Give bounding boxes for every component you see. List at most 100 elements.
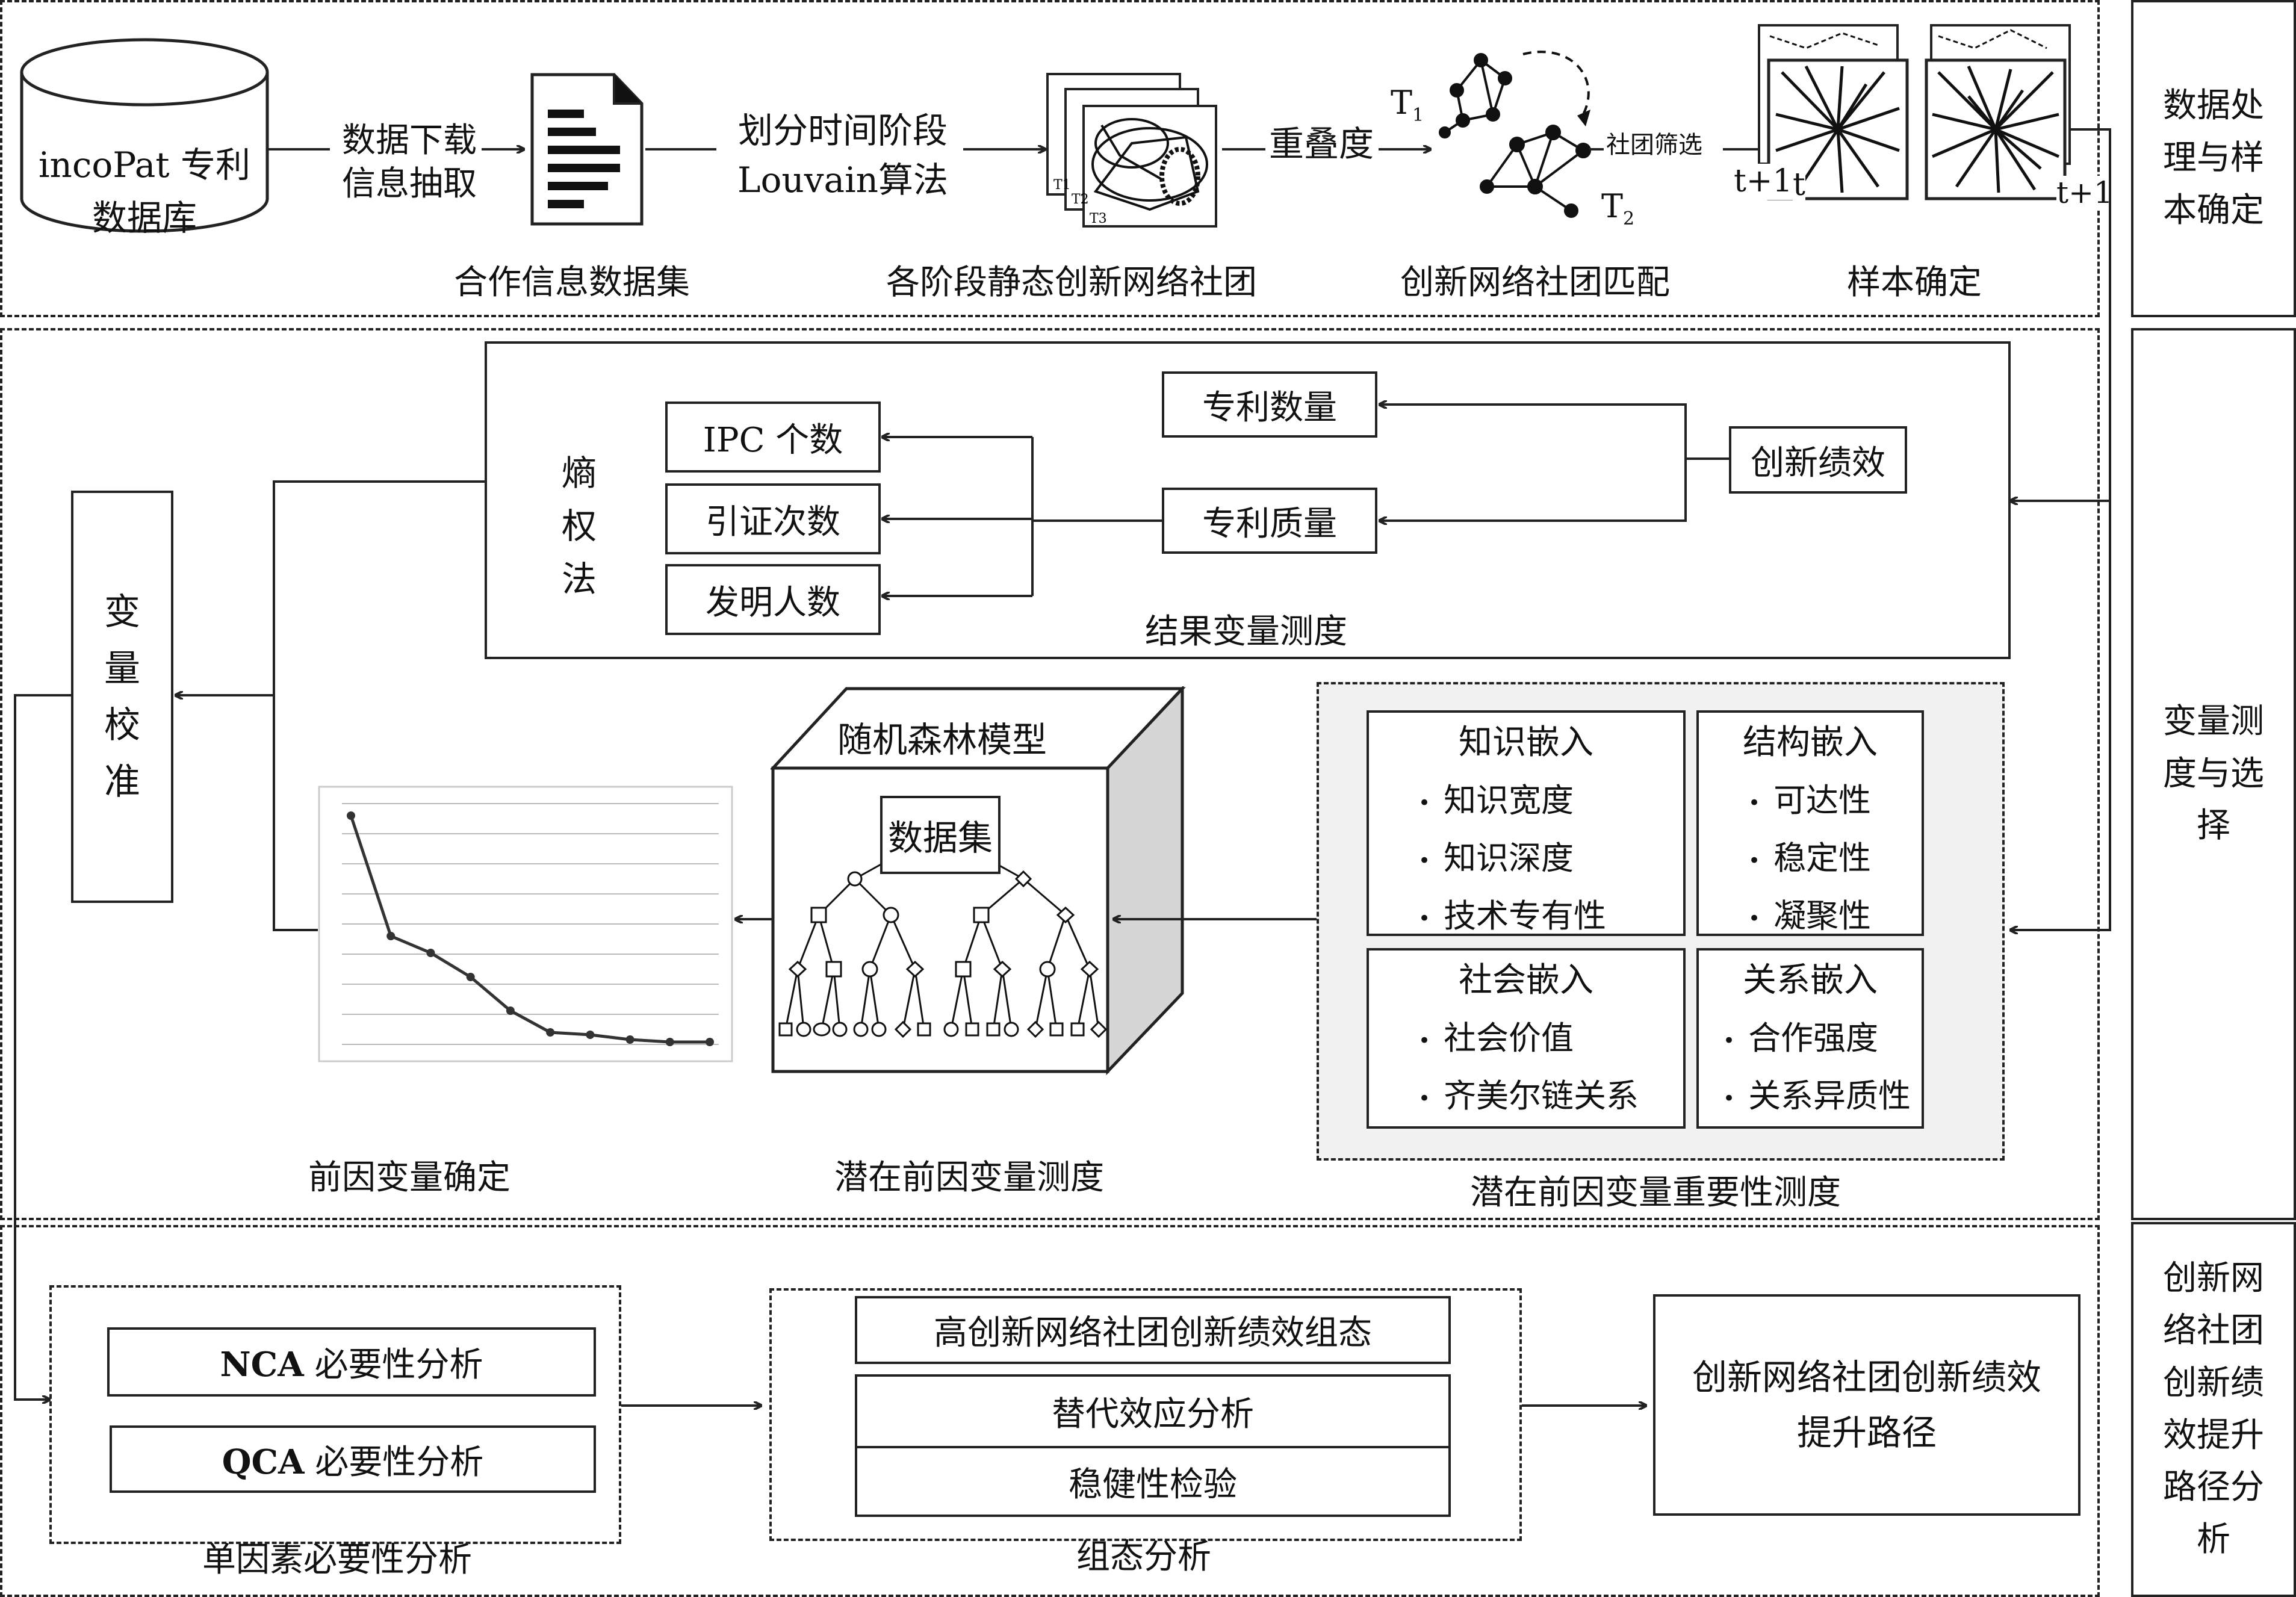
variable-calibration-box: 变量校准 [71, 491, 173, 903]
importance-line-chart [318, 786, 733, 1062]
citation-count-label: 引证次数 [706, 502, 840, 542]
stage-label-1: 数据处理与样本确定 [2163, 86, 2264, 230]
chart-point [506, 1006, 515, 1015]
knowledge-embedding-list: 知识宽度 知识深度 技术专有性 [1418, 773, 1606, 946]
chart-point [625, 1035, 635, 1044]
antecedent-caption: 前因变量确定 [308, 1158, 510, 1197]
social-embedding-box: 社会嵌入 社会价值 齐美尔链关系 [1367, 948, 1686, 1129]
dataset-label: 数据集 [887, 817, 993, 858]
structural-embedding-box: 结构嵌入 可达性 稳定性 凝聚性 [1696, 710, 1924, 936]
importance-caption: 潜在前因变量重要性测度 [1470, 1173, 1841, 1212]
overlap-label: 重叠度 [1269, 123, 1374, 164]
sample-networks-icon [1758, 24, 2071, 200]
stack-label-2: T2 [1072, 192, 1089, 207]
cooperation-intensity: 合作强度 [1723, 1011, 1911, 1068]
relational-embedding-title: 关系嵌入 [1743, 961, 1878, 1000]
ipc-count-label: IPC 个数 [703, 420, 843, 460]
improvement-path-box: 创新网络社团创新绩效 提升路径 [1653, 1294, 2080, 1516]
patent-quality-label: 专利质量 [1202, 504, 1337, 544]
technology-exclusivity: 技术专有性 [1418, 888, 1606, 946]
t-plus-1-label-a: t+1 [1734, 163, 1793, 200]
stage-box-1: 数据处理与样本确定 [2131, 0, 2296, 317]
stage-label-2: 变量测度与选择 [2163, 701, 2264, 846]
configuration-frame [769, 1288, 1522, 1541]
nca-rest: 必要性分析 [303, 1345, 483, 1385]
improvement-path-line1: 创新网络社团创新绩效 [1692, 1357, 2041, 1398]
stability: 稳定性 [1748, 831, 1871, 888]
entropy-method-label: 熵权法 [561, 453, 597, 600]
stage-label-3: 创新网络社团创新绩效提升路径分析 [2163, 1259, 2264, 1560]
configuration-caption: 组态分析 [1076, 1537, 1211, 1577]
stage-box-2: 变量测度与选择 [2131, 328, 2296, 1220]
caption-sample-determination: 样本确定 [1847, 263, 1982, 302]
single-factor-caption: 单因素必要性分析 [202, 1540, 472, 1580]
high-performance-config-box: 高创新网络社团创新绩效组态 [855, 1296, 1451, 1364]
t2-label: T2 [1601, 187, 1635, 229]
stack-label-1: T1 [1053, 178, 1071, 193]
relational-embedding-box: 关系嵌入 合作强度 关系异质性 [1696, 948, 1924, 1129]
outcome-caption: 结果变量测度 [1145, 612, 1347, 651]
stage-box-3: 创新网络社团创新绩效提升路径分析 [2131, 1222, 2296, 1597]
caption-cooperation-dataset: 合作信息数据集 [454, 263, 690, 302]
caption-static-networks: 各阶段静态创新网络社团 [886, 263, 1257, 302]
innovation-performance-label: 创新绩效 [1751, 443, 1885, 483]
relational-embedding-list: 合作强度 关系异质性 [1723, 1011, 1911, 1126]
t2-text: T [1601, 187, 1624, 225]
knowledge-depth: 知识深度 [1418, 831, 1606, 888]
stacked-networks-icon: T1 T2 T3 [1046, 73, 1217, 228]
social-value: 社会价值 [1418, 1011, 1639, 1068]
nca-bold: NCA [220, 1345, 304, 1385]
inventor-count-label: 发明人数 [706, 583, 840, 622]
knowledge-breadth: 知识宽度 [1418, 773, 1606, 831]
substitution-effect-label: 替代效应分析 [1052, 1395, 1254, 1434]
chart-point [586, 1031, 595, 1039]
inventor-count-box: 发明人数 [665, 564, 881, 635]
random-forest-title: 随机森林模型 [837, 719, 1047, 760]
louvain-algorithm-label: Louvain算法 [737, 160, 949, 200]
cohesion: 凝聚性 [1748, 888, 1871, 946]
random-forest-cube [771, 686, 1186, 1076]
latent-caption: 潜在前因变量测度 [834, 1158, 1104, 1197]
extract-label: 信息抽取 [342, 164, 477, 203]
knowledge-embedding-box: 知识嵌入 知识宽度 知识深度 技术专有性 [1367, 710, 1686, 936]
robustness-test-label: 稳健性检验 [1069, 1465, 1237, 1504]
stack-label-3: T3 [1090, 211, 1107, 226]
single-factor-frame [49, 1285, 621, 1544]
t2-sub: 2 [1623, 208, 1635, 229]
variable-calibration-label: 变量校准 [104, 591, 140, 803]
chart-point [347, 811, 355, 820]
simmelian-ties: 齐美尔链关系 [1418, 1068, 1639, 1126]
qca-box: QCA 必要性分析 [110, 1425, 596, 1493]
section-variable-measurement [0, 328, 2100, 1220]
chart-point [665, 1038, 674, 1046]
section-path-analysis [0, 1225, 2100, 1597]
section-data-processing [0, 0, 2100, 317]
knowledge-embedding-title: 知识嵌入 [1459, 723, 1593, 762]
database-icon [20, 38, 269, 233]
high-performance-config-label: 高创新网络社团创新绩效组态 [934, 1313, 1372, 1353]
chart-point [546, 1028, 555, 1037]
nca-box: NCA 必要性分析 [107, 1327, 596, 1397]
database-label: incoPat 专利 数据库 [24, 138, 265, 244]
community-matching-icon [1439, 51, 1591, 218]
social-embedding-list: 社会价值 齐美尔链关系 [1418, 1011, 1639, 1126]
chart-point [706, 1038, 714, 1046]
patent-quantity-label: 专利数量 [1202, 388, 1337, 427]
relational-heterogeneity: 关系异质性 [1723, 1068, 1911, 1126]
innovation-performance-box: 创新绩效 [1729, 426, 1907, 494]
dataset-box: 数据集 [880, 796, 1001, 874]
louvain-label: 划分时间阶段 Louvain算法 [716, 106, 969, 205]
structural-embedding-list: 可达性 稳定性 凝聚性 [1748, 773, 1871, 946]
chart-series-line [349, 815, 710, 1044]
qca-bold: QCA [222, 1442, 305, 1482]
social-embedding-title: 社会嵌入 [1459, 961, 1593, 1000]
download-label: 数据下载 [342, 121, 477, 160]
chart-point [386, 932, 396, 940]
patent-quantity-box: 专利数量 [1162, 371, 1377, 438]
t-label: t [1793, 167, 1805, 203]
patent-quality-box: 专利质量 [1162, 488, 1377, 554]
caption-community-matching: 创新网络社团匹配 [1400, 263, 1670, 302]
reachability: 可达性 [1748, 773, 1871, 831]
database-label-line2: 数据库 [92, 197, 197, 238]
